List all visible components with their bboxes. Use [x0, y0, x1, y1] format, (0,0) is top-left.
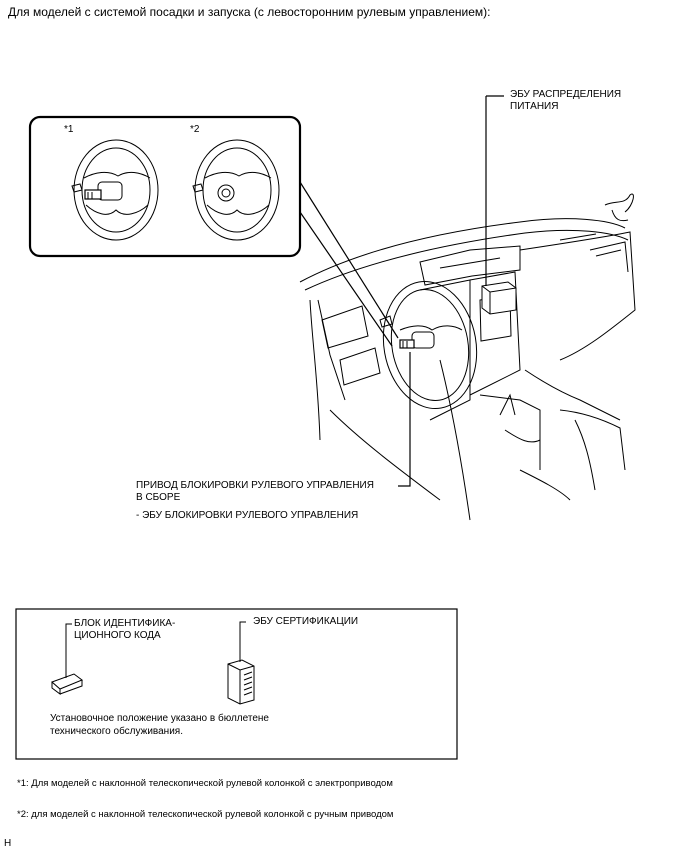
- steering-wheel-variant-1: [71, 139, 159, 241]
- id-code-label-line2: ЦИОННОГО КОДА: [74, 630, 161, 641]
- steering-wheel-variant-2: [192, 139, 280, 241]
- steering-lock-leader: [398, 352, 411, 487]
- steering-lock-unit-1: [84, 189, 102, 200]
- variant-1-label: *1: [64, 124, 74, 135]
- dashboard-outline: [299, 193, 636, 521]
- main-steering-wheel: [379, 280, 478, 410]
- variant-2-label: *2: [190, 124, 200, 135]
- parts-box-frame: [15, 608, 458, 760]
- certification-ecu-part: [227, 621, 255, 705]
- inset-frame: [28, 115, 302, 258]
- install-note-line2: технического обслуживания.: [50, 726, 183, 737]
- id-code-label-line1: БЛОК ИДЕНТИФИКА-: [74, 618, 176, 629]
- figure-code: H: [4, 838, 12, 849]
- steering-lock-label-line2: В СБОРЕ: [136, 492, 181, 503]
- steering-lock-label-line1: ПРИВОД БЛОКИРОВКИ РУЛЕВОГО УПРАВЛЕНИЯ: [136, 480, 374, 491]
- power-distribution-ecu: [481, 281, 517, 315]
- power-ecu-label-line1: ЭБУ РАСПРЕДЕЛЕНИЯ: [510, 89, 622, 100]
- install-note-line1: Установочное положение указано в бюллете…: [50, 713, 269, 724]
- footnote-2: *2: для моделей с наклонной телескопичес…: [17, 809, 394, 820]
- power-ecu-label-line2: ПИТАНИЯ: [510, 101, 559, 112]
- id-code-box-part: [51, 623, 84, 695]
- steering-lock-label-line3: - ЭБУ БЛОКИРОВКИ РУЛЕВОГО УПРАВЛЕНИЯ: [136, 510, 359, 521]
- footnote-1: *1: Для моделей с наклонной телескопичес…: [17, 778, 393, 789]
- cert-ecu-label: ЭБУ СЕРТИФИКАЦИИ: [253, 616, 359, 627]
- page-title: Для моделей с системой посадки и запуска…: [8, 5, 491, 19]
